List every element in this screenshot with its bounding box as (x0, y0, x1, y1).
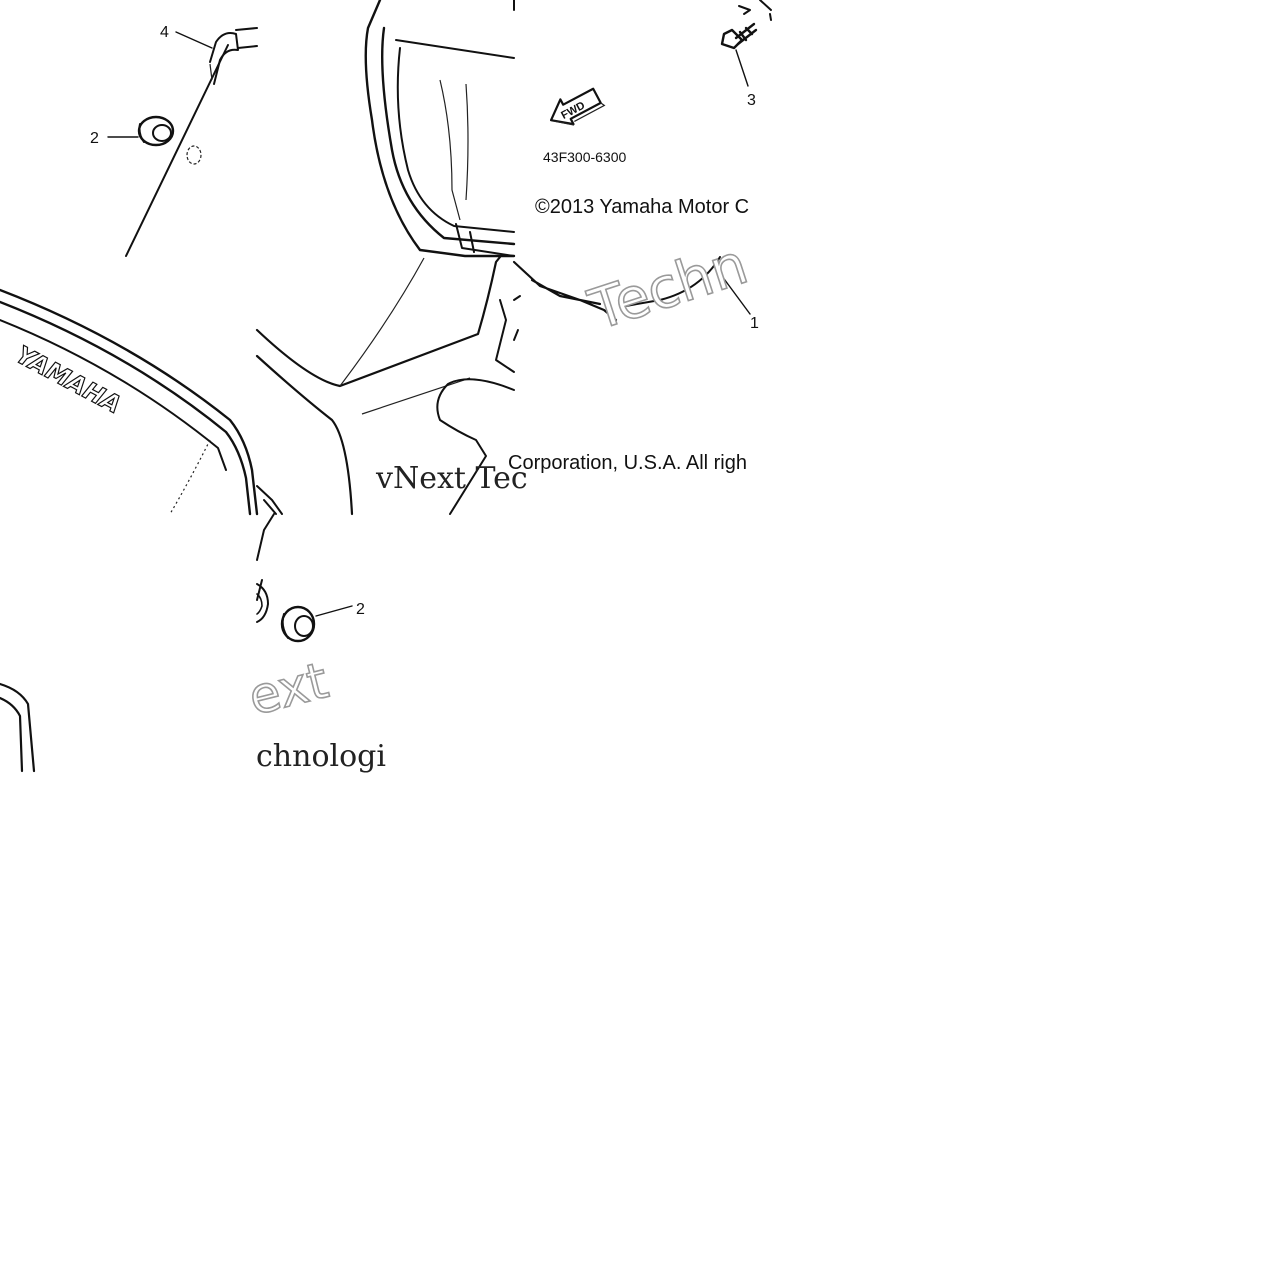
leader-4 (175, 31, 213, 49)
watermark-text-1: vNext Tec (375, 461, 528, 496)
callout-2-top: 2 (90, 130, 99, 147)
housing-outer (364, 0, 516, 258)
hole-marker (186, 145, 202, 165)
fender-stripe-1 (0, 300, 252, 516)
watermark-text-3: ext (243, 651, 334, 726)
tile-bottom-middle: 2 ext chnologi (242, 513, 386, 774)
housing-tab (455, 223, 515, 257)
cowl-line-upper (255, 255, 502, 388)
callout-2-bottom: 2 (356, 601, 365, 618)
leader-1 (715, 267, 751, 315)
cowl-edge (625, 256, 721, 307)
cowl-line-side (255, 354, 354, 516)
cowl-bracket (436, 378, 515, 515)
grommet-part-top (137, 115, 175, 147)
housing-inner (395, 39, 515, 233)
clip-part-edge (235, 27, 258, 49)
tile-bottom-left (0, 682, 36, 773)
tile-center: vNext Tec (255, 255, 528, 516)
tile-top-left: 2 4 (90, 24, 258, 257)
housing-rim (381, 26, 516, 246)
tile-mid-left: YAMAHA (0, 288, 259, 516)
lower-bracket (512, 260, 618, 322)
fender-outer (0, 288, 259, 516)
fender-stripe-2 (0, 319, 227, 471)
grommet-part-bottom (280, 605, 316, 643)
screw-part (720, 22, 758, 50)
callout-4: 4 (160, 24, 169, 41)
part-corner-inner (0, 696, 24, 773)
tile-mid-right: 1 Techn Corporation, U.S.A. All righ (508, 231, 759, 474)
watermark-text-2: Techn (581, 232, 755, 344)
tile-top-middle (364, 0, 516, 258)
clip-part (209, 32, 239, 85)
callout-1: 1 (750, 315, 759, 332)
rod-line (125, 44, 229, 257)
copyright-line-2: Corporation, U.S.A. All righ (508, 452, 747, 474)
diagram-code: 43F300-6300 (543, 149, 627, 165)
watermark-text-4: chnologi (256, 739, 386, 774)
leader-2-bottom (315, 605, 353, 617)
leader-3 (735, 49, 749, 87)
fwd-arrow-icon: FWD (549, 87, 606, 126)
copyright-line-1: ©2013 Yamaha Motor C (535, 196, 749, 218)
callout-3: 3 (747, 92, 756, 109)
part-corner-outer (0, 682, 36, 773)
tile-top-right: 3 FWD 43F300-6300 ©2013 Yamaha Motor C (513, 0, 772, 218)
